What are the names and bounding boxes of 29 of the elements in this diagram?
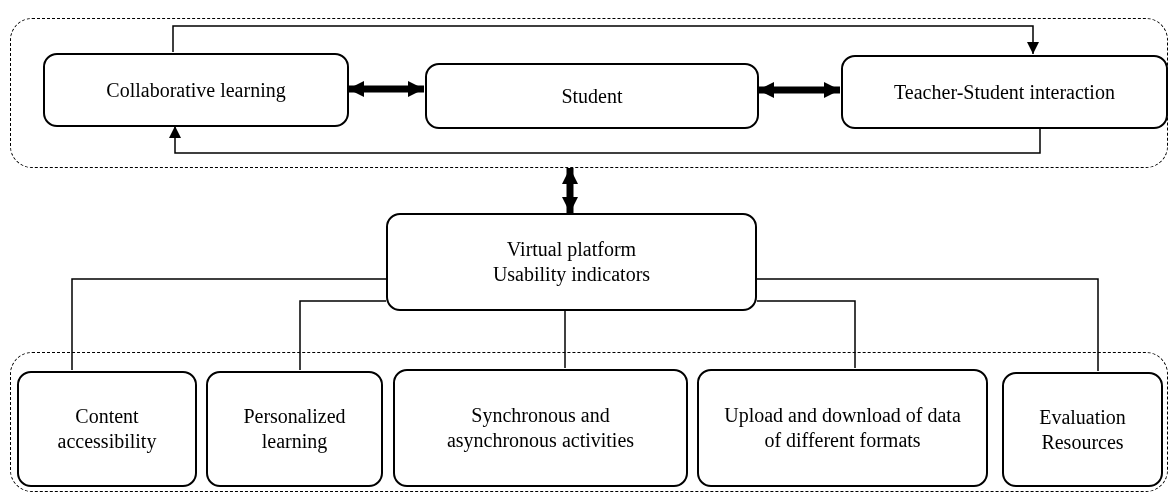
connector-line [299, 300, 387, 371]
rounded-box [697, 369, 988, 487]
dashed-group-box [10, 18, 1168, 168]
node-label: Student [561, 83, 623, 109]
rounded-box [206, 371, 383, 487]
arrow [172, 25, 1039, 55]
rounded-box [43, 53, 349, 127]
connector-line [564, 310, 566, 369]
connector-line [71, 278, 387, 371]
node-label: Content accessibility [56, 404, 158, 454]
node-label: Upload and download of data of different formats [723, 403, 962, 453]
node-label: Teacher-Student interaction [894, 79, 1115, 105]
double-arrow [758, 82, 840, 98]
node-label: Personalized learning [242, 404, 347, 454]
node-label: Evaluation Resources [1038, 404, 1127, 455]
rounded-box [386, 213, 757, 311]
rounded-box [393, 369, 688, 487]
connector-line [756, 278, 1099, 372]
node-label: Virtual platform Usability indicators [491, 237, 652, 287]
dashed-group-box [10, 352, 1168, 492]
rounded-box [17, 371, 197, 487]
rounded-box [425, 63, 759, 129]
rounded-box [1002, 372, 1163, 487]
double-arrow [348, 81, 424, 97]
rounded-box [841, 55, 1168, 129]
node-label: Synchronous and asynchronous activities [445, 403, 636, 453]
connector-line [756, 300, 856, 369]
node-label: Collaborative learning [106, 77, 286, 103]
arrow [169, 125, 1041, 154]
